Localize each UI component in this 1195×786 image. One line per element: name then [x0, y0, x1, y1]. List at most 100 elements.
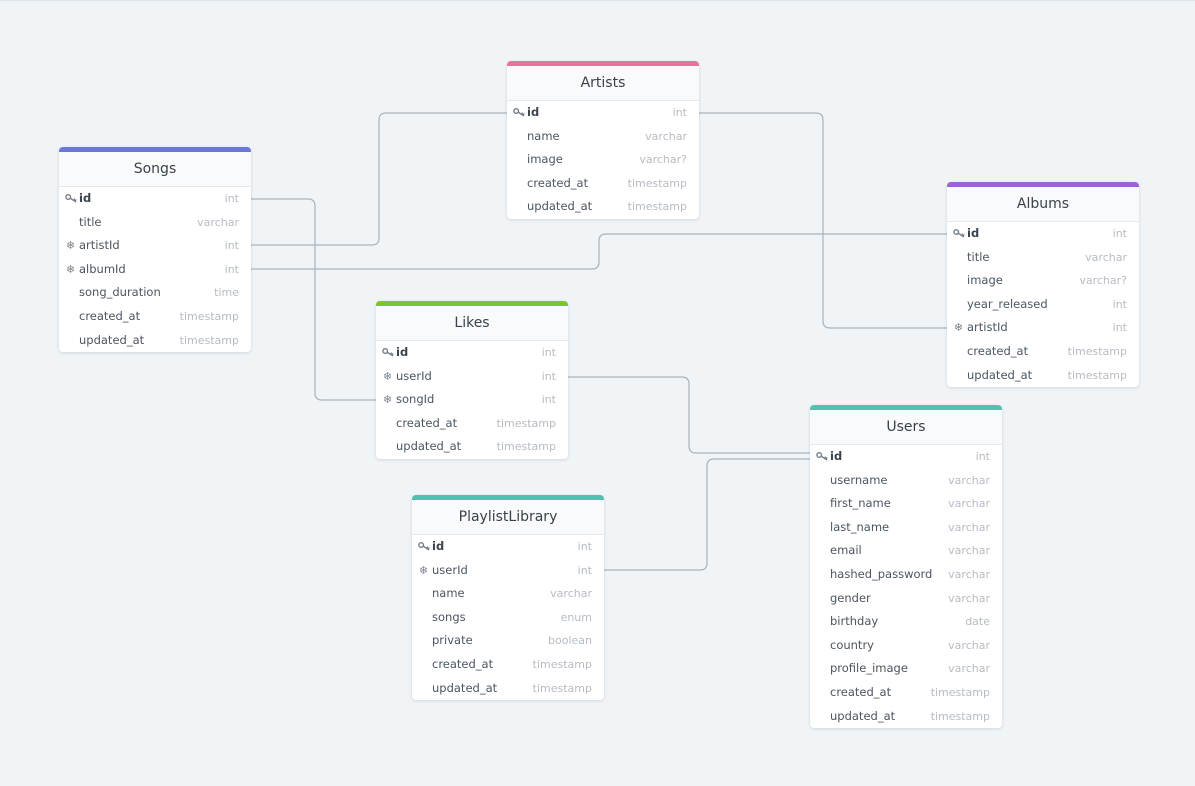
field-name: gender [830, 590, 871, 605]
field-type: timestamp [627, 200, 687, 214]
field-type: int [541, 393, 556, 407]
field-row-users-username[interactable]: username varchar [810, 469, 1002, 493]
field-type: timestamp [1067, 344, 1127, 358]
field-row-artists-updated_at[interactable]: updated_at timestamp [507, 195, 699, 219]
field-type: varchar [948, 567, 990, 581]
foreign-key-icon: ❄ [65, 239, 76, 253]
field-type: int [1112, 227, 1127, 240]
field-type: varchar [550, 587, 592, 601]
rel-albums-artistId-artists-id [699, 112, 947, 329]
field-type: int [224, 239, 239, 253]
field-name: profile_image [830, 661, 908, 676]
field-row-songs-artistId[interactable]: ❄artistId int [59, 234, 251, 258]
table-header-albums[interactable]: Albums [947, 187, 1139, 222]
table-color-bar [947, 182, 1139, 187]
rel-songs-artistId-artists-id [251, 112, 507, 246]
field-type: timestamp [496, 416, 556, 430]
table-header-users[interactable]: Users [810, 410, 1002, 445]
field-type: timestamp [627, 176, 687, 190]
field-name: image [967, 273, 1003, 288]
field-name: updated_at [527, 199, 593, 214]
field-name: username [830, 472, 888, 487]
field-name: email [830, 543, 862, 558]
field-name: artistId [79, 238, 120, 253]
field-name: name [527, 128, 560, 143]
field-type: varchar [197, 215, 239, 229]
field-type: int [1112, 321, 1127, 335]
rel-likes-songId-songs-id [251, 198, 376, 401]
foreign-key-icon: ❄ [65, 262, 76, 276]
table-header-songs[interactable]: Songs [59, 152, 251, 187]
table-header-playlistlibrary[interactable]: PlaylistLibrary [412, 500, 604, 535]
field-type: boolean [548, 634, 592, 648]
table-header-likes[interactable]: Likes [376, 306, 568, 341]
table-color-bar [376, 301, 568, 306]
field-type: timestamp [930, 685, 990, 699]
field-name: image [527, 152, 563, 167]
table-color-bar [59, 147, 251, 152]
field-type: varchar [948, 473, 990, 487]
primary-key-icon [64, 187, 77, 211]
foreign-key-icon: ❄ [953, 321, 964, 335]
rel-playlistlibrary-userId-users-id [604, 458, 810, 571]
table-color-bar [507, 61, 699, 66]
field-name: title [79, 214, 102, 229]
field-row-songs-title[interactable]: title varchar [59, 211, 251, 235]
field-name: created_at [527, 175, 589, 190]
field-row-artists-created_at[interactable]: created_at timestamp [507, 172, 699, 196]
field-type: timestamp [496, 440, 556, 454]
field-type: int [224, 192, 239, 205]
field-type: timestamp [532, 681, 592, 695]
rel-songs-albumId-albums-id [251, 233, 947, 270]
field-type: int [975, 450, 990, 463]
foreign-key-icon: ❄ [418, 563, 429, 577]
field-name: songs [432, 609, 466, 624]
table-header-artists[interactable]: Artists [507, 66, 699, 101]
field-name: updated_at [830, 708, 896, 723]
